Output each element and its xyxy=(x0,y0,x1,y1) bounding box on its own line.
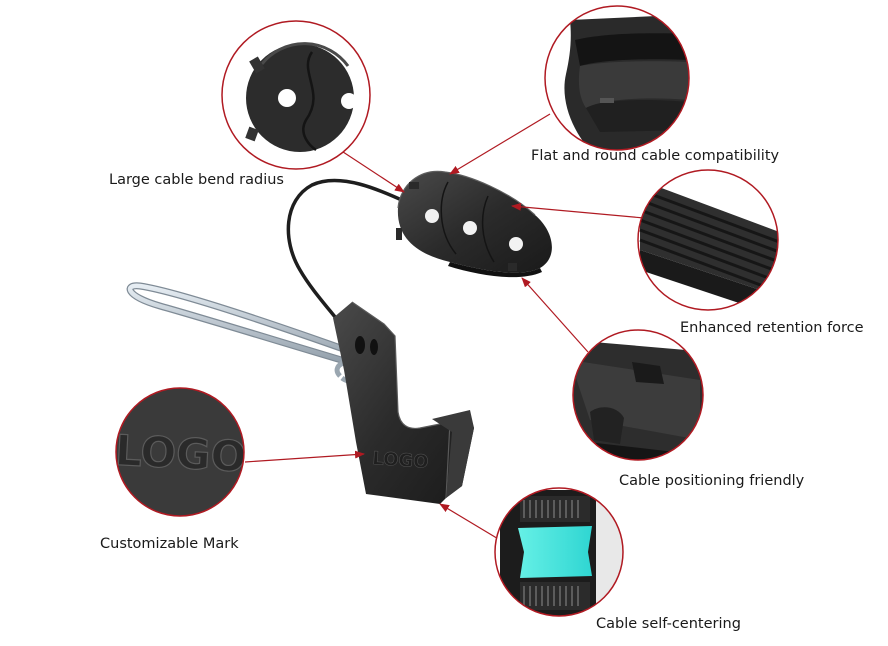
callout-line-mark xyxy=(244,450,365,463)
positioning-tab-icon xyxy=(573,340,703,460)
hook-logo-emboss: LOGO xyxy=(372,448,430,473)
callout-line-retent xyxy=(511,202,645,219)
callout-label-bend: Large cable bend radius xyxy=(109,172,284,188)
detail-circle-bend xyxy=(221,20,371,170)
detail-circle-center xyxy=(494,487,624,617)
callout-lines xyxy=(244,113,645,541)
callout-label-mark: Customizable Mark xyxy=(100,536,239,552)
detail-circle-mark: LOGO xyxy=(114,387,248,517)
detail-circle-flat xyxy=(544,5,690,151)
callout-line-flat xyxy=(449,113,551,175)
callout-line-position xyxy=(521,277,589,353)
detail-circle-position xyxy=(572,329,704,461)
wedge-disc-icon xyxy=(245,42,357,152)
self-centering-icon xyxy=(500,490,623,616)
callout-label-retent: Enhanced retention force xyxy=(680,320,864,336)
cable-hook-wire xyxy=(126,282,369,384)
logo-emboss-icon: LOGO xyxy=(114,425,248,482)
logo-emboss-text: LOGO xyxy=(114,426,248,482)
callout-label-flat: Flat and round cable compatibility xyxy=(531,148,780,164)
callout-label-center: Cable self-centering xyxy=(596,616,741,632)
callout-line-center xyxy=(439,503,501,541)
callout-label-position: Cable positioning friendly xyxy=(619,473,805,489)
detail-circle-retent xyxy=(637,169,779,311)
product-illustration: LOGO xyxy=(126,170,552,504)
groove-profile-icon xyxy=(564,14,689,150)
hook-body: LOGO xyxy=(333,301,474,504)
bail-wire xyxy=(286,178,408,347)
callout-line-bend xyxy=(336,147,405,193)
wedge-clamp-body xyxy=(396,170,552,278)
